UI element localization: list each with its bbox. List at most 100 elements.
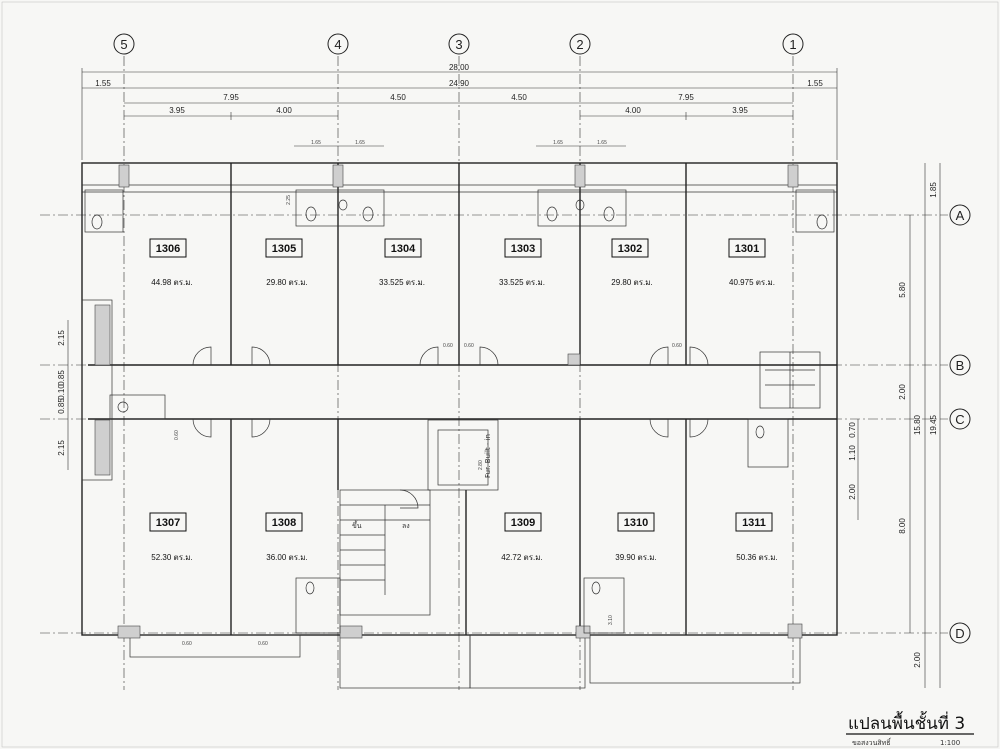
dim-small-1: 0.70 <box>848 422 857 438</box>
grid-bubble-4 <box>327 33 349 55</box>
unit-1308-number: 1308 <box>272 517 296 529</box>
drawing-title: แปลนพื้นชั้นที่ 3 <box>848 711 965 734</box>
drawing-scale: 1:100 <box>940 739 960 747</box>
toilet-fixtures <box>84 189 835 634</box>
door-dim-4: 0.60 <box>464 343 474 349</box>
dim-depth-total: 15.80 <box>913 414 922 435</box>
grid-bubble-d <box>949 622 971 644</box>
unit-1303-number: 1303 <box>511 243 535 255</box>
stair-down-label: ลง <box>402 522 410 530</box>
dim-edge-left: 1.55 <box>95 79 111 88</box>
drawing-note-left: ขอสงวนสิทธิ์ <box>852 737 892 747</box>
dim-toilet-side: 2.25 <box>286 195 292 205</box>
toilet-dim: 3.10 <box>608 615 614 625</box>
dim-overall-depth: 19.45 <box>929 414 938 435</box>
dim-left-4: 0.85 <box>57 398 66 414</box>
dim-sub-1: 3.95 <box>169 106 185 115</box>
unit-1307-number: 1307 <box>156 517 180 529</box>
unit-1302-number: 1302 <box>618 243 642 255</box>
dim-bay-1: 7.95 <box>223 93 239 102</box>
builtin-dim: 2.80 <box>478 460 484 470</box>
right-dimensions: 19.45 15.80 1.85 5.80 2.00 8.00 2.00 0.7… <box>848 163 941 688</box>
dim-overall-width: 28.00 <box>449 63 470 72</box>
dim-toilet-b1: 1.65 <box>553 140 563 146</box>
unit-1308-area: 36.00 ตร.ม. <box>266 553 307 562</box>
unit-1303-area: 33.525 ตร.ม. <box>499 278 545 287</box>
dim-sub-2: 4.00 <box>276 106 292 115</box>
grid-bubble-c <box>949 408 971 430</box>
grid-label-d: D <box>955 626 964 641</box>
dim-row-5: 2.00 <box>913 652 922 668</box>
dim-row-1: 1.85 <box>929 182 938 198</box>
unit-1311-number: 1311 <box>742 517 766 529</box>
unit-1302-box <box>611 238 649 258</box>
grid-label-c: C <box>955 412 964 427</box>
unit-1304-box <box>384 238 422 258</box>
unit-1305-box <box>265 238 303 258</box>
unit-1308-box <box>265 512 303 532</box>
unit-1306-number: 1306 <box>156 243 180 255</box>
door-dim-2: 0.60 <box>258 641 268 647</box>
unit-1310-area: 39.90 ตร.ม. <box>615 553 656 562</box>
top-dimensions: 28.00 1.55 24.90 1.55 7.95 4.50 4.50 7.9… <box>81 63 838 205</box>
unit-1304-number: 1304 <box>391 243 416 255</box>
grid-bubble-a <box>949 204 971 226</box>
door-dim-1: 0.60 <box>182 641 192 647</box>
door-dim-5: 0.60 <box>672 343 682 349</box>
unit-1311-box <box>735 512 773 532</box>
grid-bubble-5 <box>113 33 135 55</box>
units-top-row: 1306 44.98 ตร.ม. 1305 29.80 ตร.ม. 1304 3… <box>149 238 775 287</box>
door-dim-3: 0.60 <box>443 343 453 349</box>
grid-bubble-b <box>949 354 971 376</box>
grid-label-3: 3 <box>455 37 462 52</box>
grid-label-a: A <box>956 208 965 223</box>
units-bottom-row: 1307 52.30 ตร.ม. 1308 36.00 ตร.ม. 1309 4… <box>149 512 778 562</box>
unit-1304-area: 33.525 ตร.ม. <box>379 278 425 287</box>
grid-bubble-2 <box>569 33 591 55</box>
grid-column-markers: 5 4 3 2 1 <box>113 33 804 55</box>
stair-up-label: ขึ้น <box>352 519 362 530</box>
dim-toilet-a1: 1.65 <box>311 140 321 146</box>
unit-1302-area: 29.80 ตร.ม. <box>611 278 652 287</box>
dim-row-2: 5.80 <box>898 282 907 298</box>
dim-bay-4: 7.95 <box>678 93 694 102</box>
dim-toilet-b2: 1.65 <box>597 140 607 146</box>
building-walls <box>81 162 838 689</box>
unit-1311-area: 50.36 ตร.ม. <box>736 553 777 562</box>
unit-1309-number: 1309 <box>511 517 535 529</box>
unit-1306-box <box>149 238 187 258</box>
unit-1307-area: 52.30 ตร.ม. <box>151 553 192 562</box>
grid-label-4: 4 <box>334 37 341 52</box>
dim-sub-3: 4.00 <box>625 106 641 115</box>
dim-row-4: 8.00 <box>898 518 907 534</box>
dim-sub-4: 3.95 <box>732 106 748 115</box>
dim-bay-2: 4.50 <box>390 93 406 102</box>
unit-1309-box <box>504 512 542 532</box>
dim-left-3: 0.10 <box>57 384 66 400</box>
unit-1301-area: 40.975 ตร.ม. <box>729 278 775 287</box>
grid-label-5: 5 <box>120 37 127 52</box>
grid-axis-lines <box>40 56 948 690</box>
dim-small-3: 2.00 <box>848 484 857 500</box>
unit-1305-area: 29.80 ตร.ม. <box>266 278 307 287</box>
title-block: แปลนพื้นชั้นที่ 3 ขอสงวนสิทธิ์ 1:100 <box>846 711 974 747</box>
dim-inner-width: 24.90 <box>449 79 470 88</box>
grid-bubble-1 <box>782 33 804 55</box>
dim-small-2: 1.10 <box>848 445 857 461</box>
unit-1310-box <box>617 512 655 532</box>
unit-1306-area: 44.98 ตร.ม. <box>151 278 192 287</box>
dim-bay-3: 4.50 <box>511 93 527 102</box>
door-dim-6: 0.60 <box>174 430 180 440</box>
dim-left-2: 0.85 <box>57 370 66 386</box>
unit-1303-box <box>504 238 542 258</box>
builtin-label: Fur. Built - in <box>484 434 492 478</box>
dim-left-1: 2.15 <box>57 330 66 346</box>
unit-1301-number: 1301 <box>735 243 759 255</box>
dim-toilet-a2: 1.65 <box>355 140 365 146</box>
stair-core: ขึ้น ลง 2.80 Fur. Built - in 3.10 <box>339 351 821 625</box>
grid-label-b: B <box>956 358 965 373</box>
dim-edge-right: 1.55 <box>807 79 823 88</box>
unit-1310-number: 1310 <box>624 517 648 529</box>
